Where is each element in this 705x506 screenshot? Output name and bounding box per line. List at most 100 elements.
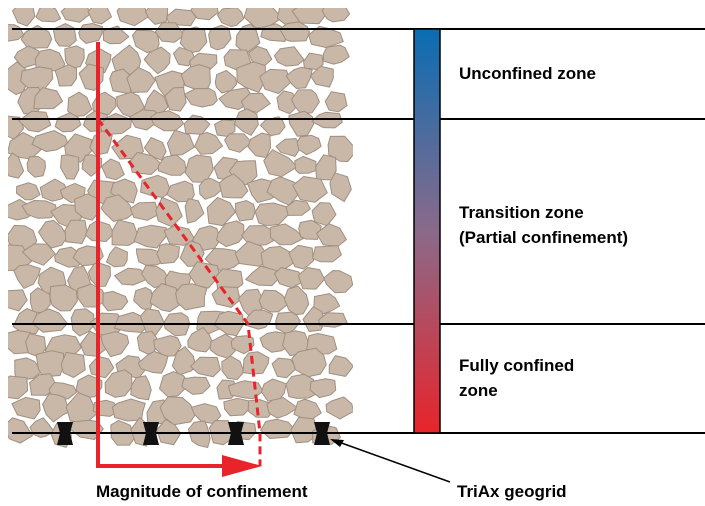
aggregate-stone <box>13 264 41 289</box>
aggregate-stone <box>32 308 68 333</box>
aggregate-stone <box>208 24 232 51</box>
aggregate-stone <box>153 335 182 357</box>
aggregate-stone <box>38 219 69 249</box>
aggregate-stone <box>133 287 154 312</box>
aggregate-stone <box>132 29 160 54</box>
aggregate-stone <box>184 198 205 224</box>
aggregate-stone <box>233 108 259 136</box>
confinement-arrowhead <box>222 455 262 477</box>
aggregate-stone <box>31 130 69 152</box>
aggregate-stone <box>223 397 250 417</box>
aggregate-stone <box>216 8 245 28</box>
transition-zone-label: Transition zone (Partial confinement) <box>459 203 629 247</box>
aggregate-stone <box>236 61 267 93</box>
aggregate-stone <box>327 135 353 163</box>
aggregate-stone <box>35 8 62 23</box>
aggregate-stone <box>187 327 214 353</box>
aggregate-stone <box>87 8 112 25</box>
aggregate-stone <box>214 70 238 94</box>
aggregate-stone <box>263 149 298 178</box>
aggregate-stone <box>194 132 224 155</box>
aggregate-stone <box>144 8 169 25</box>
aggregate-stone <box>310 65 334 88</box>
aggregate-stone <box>296 134 322 156</box>
aggregate-stone <box>77 283 108 308</box>
confinement-profile-dashed <box>96 118 262 466</box>
aggregate-stone <box>291 8 328 25</box>
aggregate-stone <box>184 154 214 183</box>
aggregate-stone <box>283 285 310 316</box>
aggregate-stone <box>102 25 130 45</box>
aggregate-stone <box>8 61 28 95</box>
aggregate-stone <box>111 398 146 422</box>
aggregate-stone <box>8 375 29 400</box>
aggregate-stone <box>67 91 93 117</box>
aggregate-stone <box>140 174 172 198</box>
aggregate-stone <box>49 284 78 312</box>
aggregate-stone <box>166 129 195 156</box>
aggregate-stone <box>247 132 271 158</box>
aggregate-stone <box>39 178 69 202</box>
aggregate-stone <box>206 196 236 227</box>
aggregate-stone <box>188 261 221 289</box>
aggregate-stone <box>308 25 344 48</box>
aggregate-stone <box>298 219 322 240</box>
aggregate-stone <box>290 416 319 444</box>
aggregate-stone <box>60 351 86 378</box>
aggregate-stone <box>109 68 132 95</box>
aggregate-layer <box>8 8 353 448</box>
aggregate-stone <box>164 86 187 112</box>
aggregate-stone <box>234 240 271 267</box>
aggregate-stone <box>54 112 82 133</box>
aggregate-stone <box>183 114 211 135</box>
geogrid-node <box>143 422 159 445</box>
aggregate-stone <box>211 286 241 308</box>
aggregate-stone <box>260 418 295 439</box>
aggregate-stone <box>221 355 245 381</box>
aggregate-stone <box>12 308 42 335</box>
aggregate-stone <box>35 350 65 378</box>
aggregate-stone <box>8 417 34 444</box>
aggregate-stone <box>100 331 130 358</box>
aggregate-stone <box>150 110 185 132</box>
aggregate-stone <box>29 417 55 438</box>
aggregate-stone <box>291 347 327 378</box>
aggregate-stone <box>323 270 353 294</box>
aggregate-stone <box>288 110 315 137</box>
aggregate-stone <box>190 8 219 21</box>
triax-geogrid-label: TriAx geogrid <box>457 482 567 501</box>
aggregate-stone <box>126 66 156 93</box>
aggregate-stone <box>273 46 305 67</box>
aggregate-stone <box>157 154 187 176</box>
aggregate-stone <box>321 8 351 23</box>
aggregate-stone <box>218 173 249 199</box>
aggregate-stone <box>70 308 95 337</box>
aggregate-stone <box>181 376 211 395</box>
aggregate-stone <box>102 290 129 312</box>
unconfined-zone-label: Unconfined zone <box>459 64 596 83</box>
aggregate-stone <box>175 283 208 311</box>
aggregate-stone <box>312 245 342 263</box>
aggregate-stone <box>183 88 218 108</box>
aggregate-stone <box>285 373 320 399</box>
aggregate-stone <box>137 350 169 374</box>
aggregate-stone <box>42 393 70 423</box>
aggregate-stone <box>100 194 135 222</box>
aggregate-stone <box>101 158 125 181</box>
aggregate-stone <box>288 244 315 270</box>
aggregate-stone <box>224 133 253 153</box>
aggregate-stone <box>8 289 28 312</box>
aggregate-stone <box>190 356 221 378</box>
aggregate-stone <box>154 22 185 43</box>
aggregate-stone <box>21 200 57 219</box>
aggregate-stone <box>78 23 103 44</box>
aggregate-stone <box>159 371 190 398</box>
aggregate-stone <box>133 224 167 249</box>
aggregate-stone <box>12 8 36 27</box>
aggregate-stone <box>8 152 25 179</box>
geogrid-nodes <box>57 422 330 445</box>
aggregate-stone <box>216 220 245 248</box>
geogrid-pointer-line <box>335 440 451 483</box>
aggregate-stone <box>20 25 53 49</box>
aggregate-stone <box>171 346 197 376</box>
